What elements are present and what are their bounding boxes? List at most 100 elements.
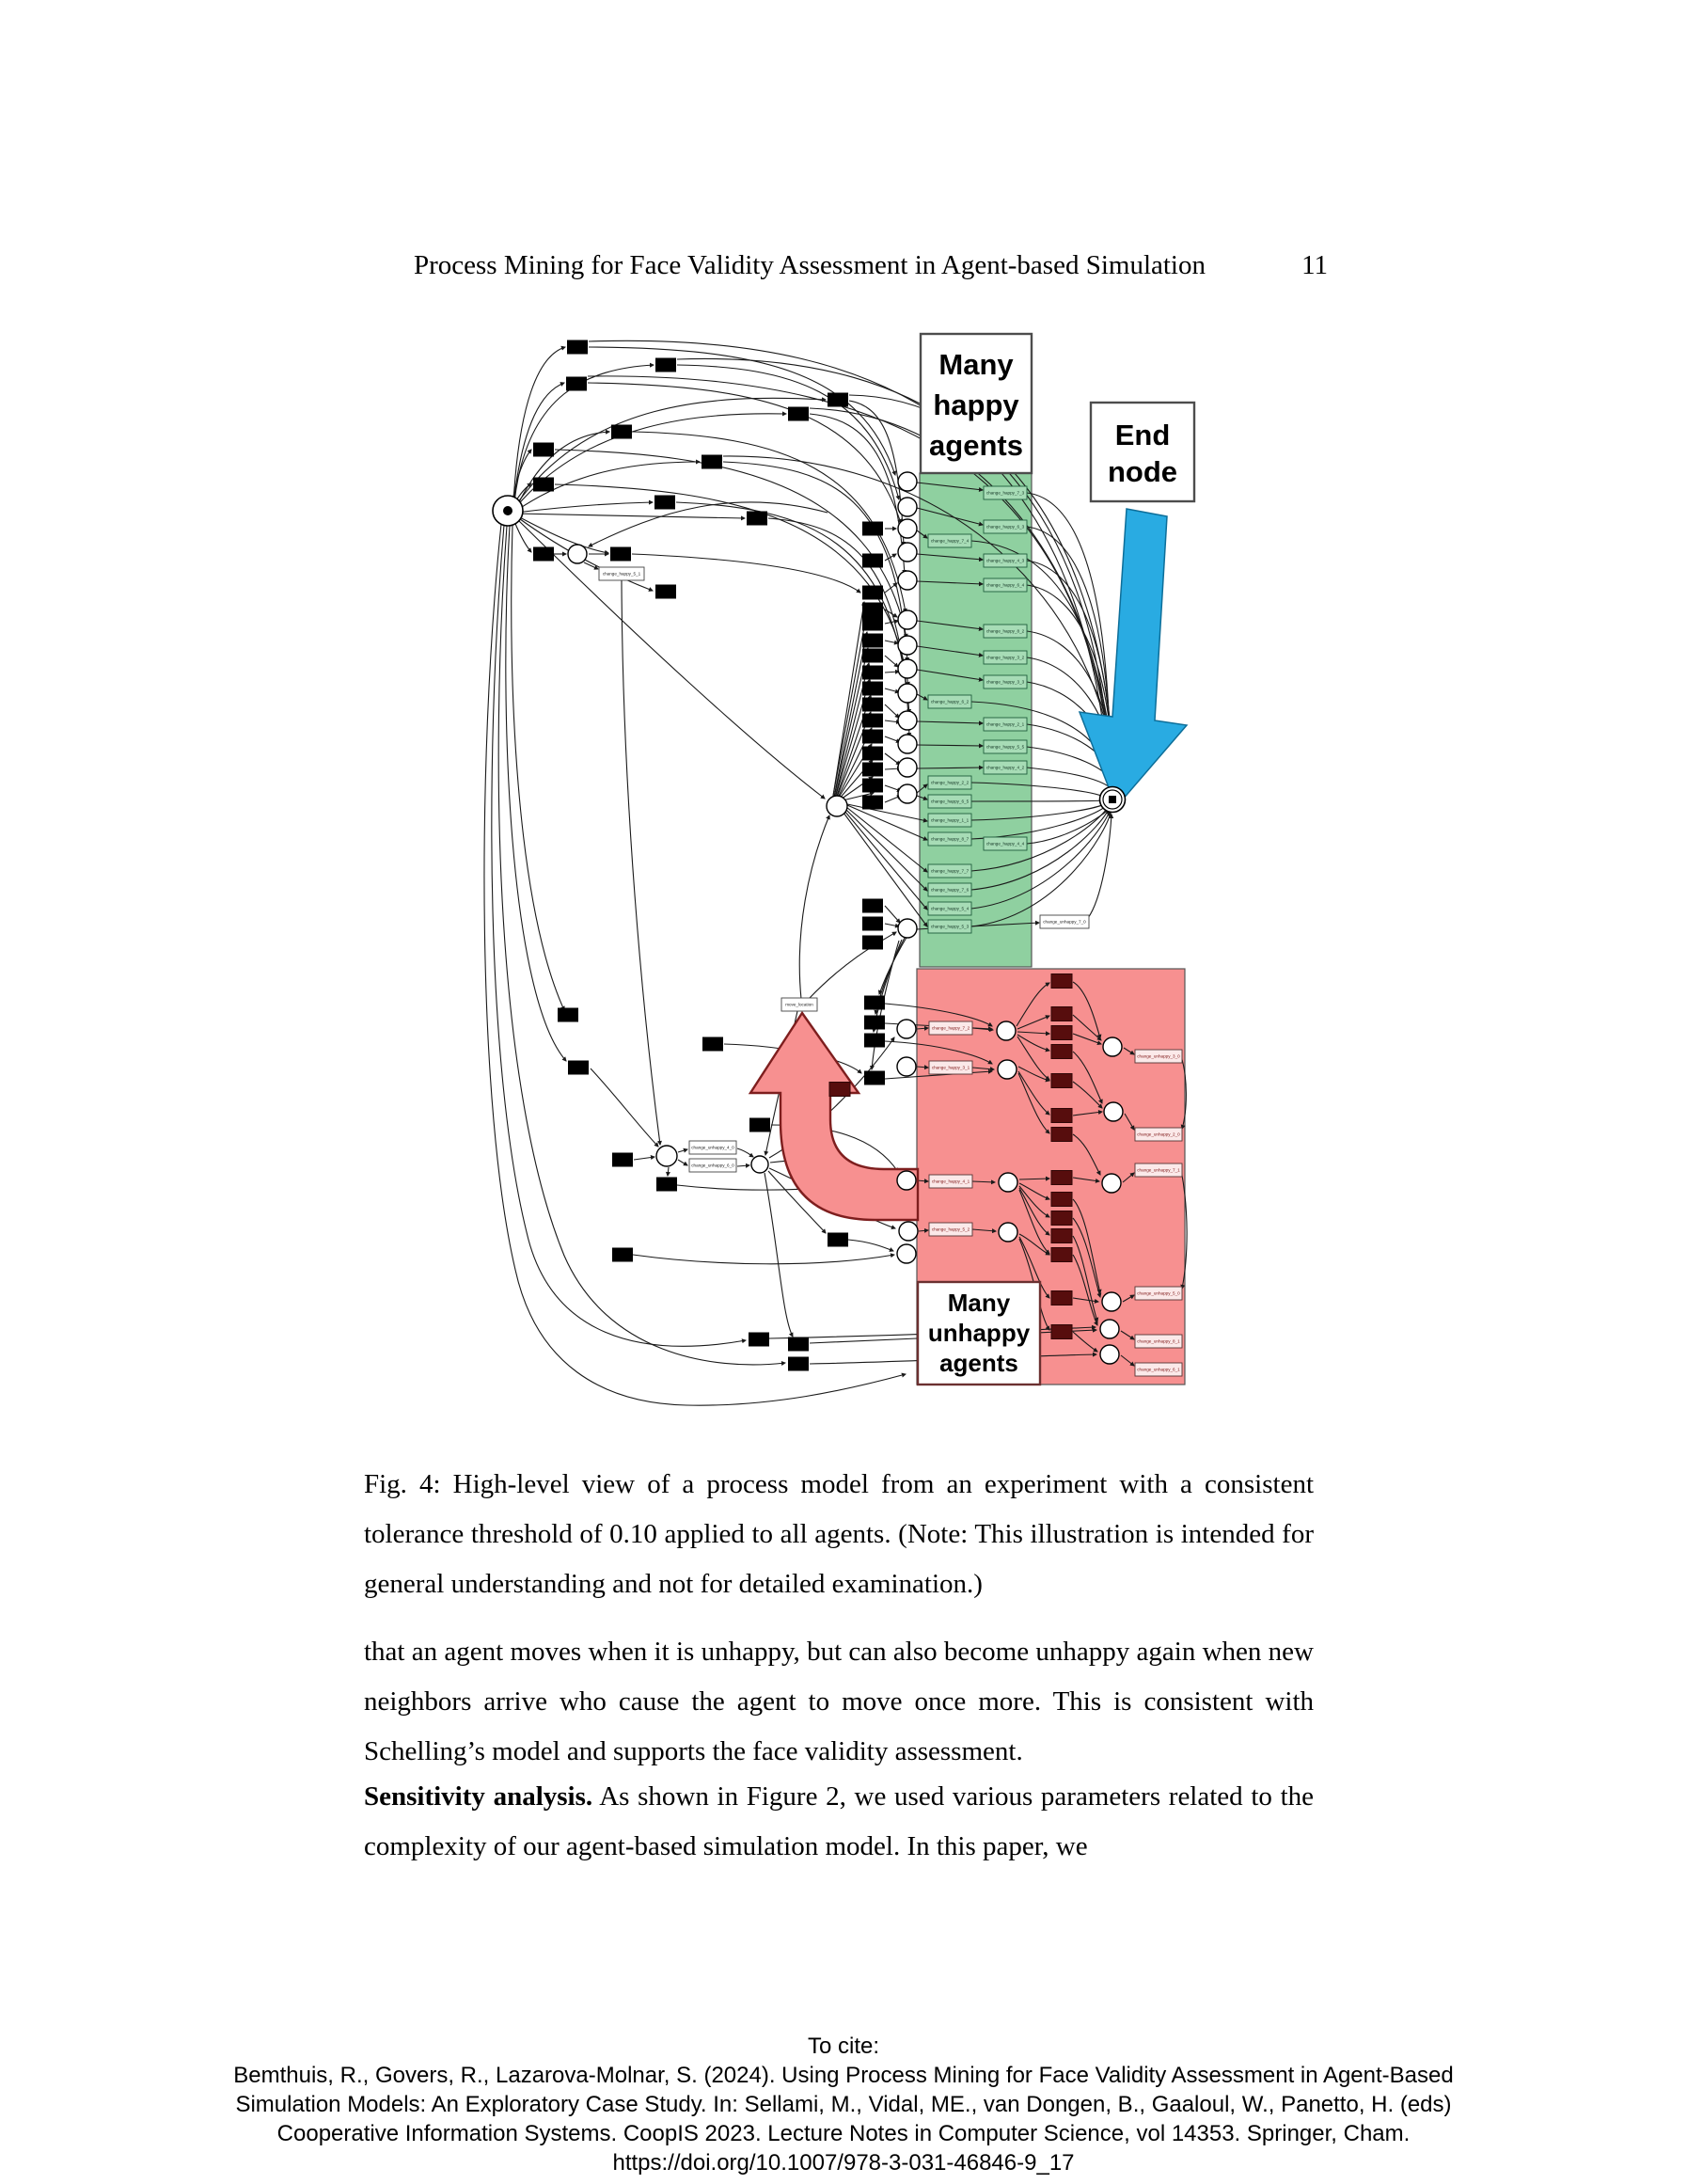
end-node-annotation-line2: node	[1108, 455, 1177, 488]
unhappy-transition-node	[1050, 973, 1073, 989]
running-head: Process Mining for Face Validity Assessm…	[357, 250, 1328, 284]
arc	[497, 525, 787, 1366]
transition-node	[788, 1337, 809, 1352]
arc	[1120, 1354, 1135, 1367]
transition-node	[610, 546, 631, 562]
activity-box	[1134, 1286, 1183, 1301]
transition-node	[862, 681, 883, 696]
activity-box	[983, 836, 1028, 851]
activity-label: change_happy_4_3	[986, 559, 1025, 563]
activity-label: change_happy_3_3	[986, 680, 1025, 685]
arc	[514, 429, 611, 511]
arc	[514, 397, 828, 507]
transition-node	[558, 1007, 578, 1022]
arc	[916, 720, 985, 726]
arc	[736, 1163, 751, 1168]
activity-box	[928, 1174, 973, 1189]
happy-annotation: Many happy agents	[919, 332, 1033, 475]
activity-label: change_happy_5_4	[931, 907, 970, 911]
citation-line: Cooperative Information Systems. CoopIS …	[276, 2121, 1411, 2146]
activity-label: change_happy_7_4	[931, 539, 970, 544]
to-cite-label: To cite:	[807, 2034, 880, 2059]
arc	[808, 931, 897, 1000]
arc	[1124, 1113, 1135, 1131]
happy-annotation-box	[919, 332, 1033, 475]
arc	[1072, 1177, 1101, 1183]
activity-label: change_happy_8_7	[931, 837, 970, 842]
place-node	[897, 609, 918, 630]
activity-box	[928, 1060, 973, 1075]
arc	[676, 364, 901, 500]
happy-annotation-line2: happy	[933, 388, 1019, 421]
arc	[884, 553, 897, 562]
arc	[971, 1228, 998, 1234]
transition-node	[749, 1117, 770, 1132]
end-node-annotation: End node	[1089, 401, 1196, 503]
arc	[632, 1253, 895, 1265]
arc	[1017, 1031, 1051, 1037]
arc	[631, 553, 861, 593]
place-node	[1099, 1344, 1120, 1365]
transition-node	[862, 762, 883, 777]
doi-link[interactable]: https://doi.org/10.1007/978-3-031-46846-…	[612, 2150, 1075, 2176]
arc	[483, 523, 907, 1406]
transition-node	[568, 1060, 589, 1075]
arc	[798, 815, 830, 1000]
transition-node	[862, 713, 883, 728]
end-node-annotation-box	[1089, 401, 1196, 503]
arc	[971, 1067, 996, 1072]
arc	[1072, 1198, 1102, 1294]
transition-node	[567, 340, 588, 355]
arc	[832, 616, 868, 797]
arc	[884, 669, 901, 674]
transition-node	[788, 406, 809, 421]
activity-box	[927, 901, 972, 916]
arc	[1072, 1297, 1100, 1304]
arc	[515, 513, 747, 521]
unhappy-transition-node	[828, 1082, 851, 1097]
citation-footer: To cite: Bemthuis, R., Govers, R., Lazar…	[0, 2032, 1687, 2177]
arc	[916, 795, 928, 800]
arc	[971, 1179, 997, 1185]
activity-box	[1134, 1163, 1183, 1178]
arc	[1072, 1051, 1103, 1104]
arc	[916, 507, 984, 527]
arc	[1072, 1033, 1102, 1045]
sensitivity-heading: Sensitivity analysis.	[364, 1781, 593, 1812]
arc	[588, 346, 897, 476]
activity-box	[983, 519, 1028, 534]
arc	[884, 640, 899, 645]
arc	[511, 525, 565, 1011]
transition-node	[611, 424, 632, 439]
activity-box	[927, 882, 972, 897]
arc	[884, 619, 899, 625]
activity-label: change_happy_5_3	[931, 925, 970, 929]
arc	[677, 1159, 688, 1166]
arc	[832, 601, 866, 797]
transition-node	[612, 1247, 633, 1262]
place-node	[998, 1172, 1018, 1193]
place-node	[897, 635, 918, 656]
arc	[835, 694, 873, 799]
activity-box	[927, 775, 972, 790]
arc	[1120, 1330, 1135, 1340]
transition-node	[533, 546, 554, 562]
unhappy-transition-node	[1050, 1211, 1073, 1226]
transition-node	[656, 1177, 677, 1192]
activity-box	[983, 674, 1028, 689]
body-paragraph-2-text: As shown in Figure 2, we used various pa…	[364, 1781, 1314, 1861]
activity-box	[927, 813, 972, 828]
arc	[1017, 1015, 1050, 1030]
arc	[884, 582, 898, 593]
transition-node	[862, 697, 883, 712]
activity-label: move_location	[785, 1003, 813, 1007]
arc	[916, 669, 984, 682]
arc	[1122, 1172, 1135, 1183]
transition-node	[747, 511, 767, 526]
arc	[722, 461, 910, 663]
arc	[515, 514, 609, 555]
activity-label: change_happy_7_3	[986, 491, 1025, 496]
activity-label: change_unhappy_5_0	[1137, 1291, 1180, 1296]
